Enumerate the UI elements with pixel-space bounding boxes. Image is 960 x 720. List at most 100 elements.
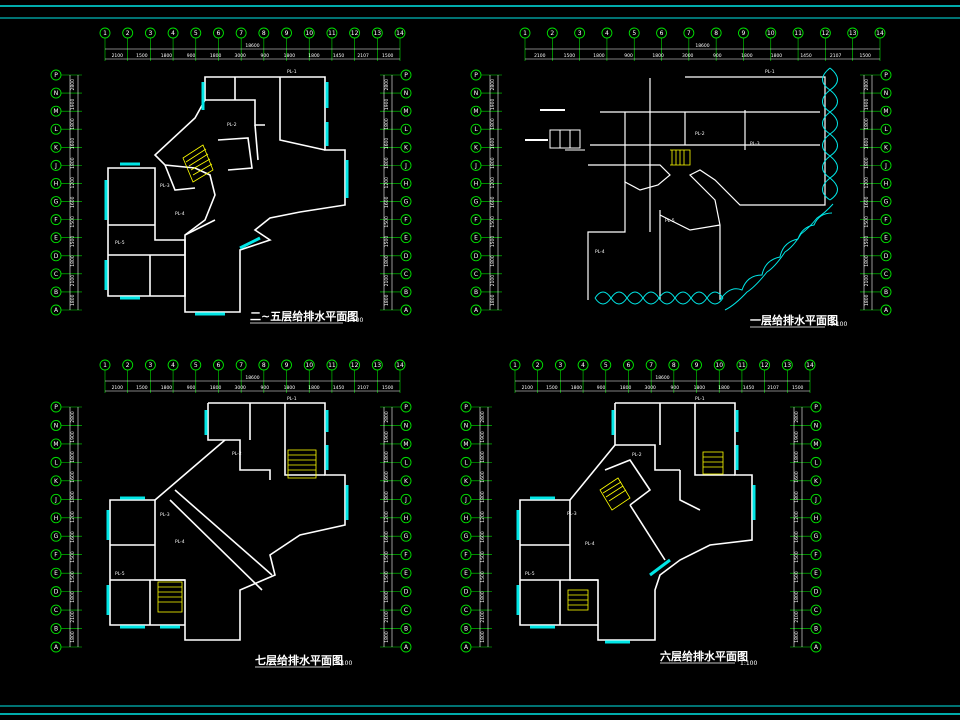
axis-label: J (814, 496, 817, 503)
pipe-tag: PL-2 (232, 451, 242, 457)
axis-label: P (464, 404, 468, 411)
axis-label: K (464, 478, 469, 485)
axis-label: E (54, 570, 58, 577)
window-markers (516, 410, 756, 644)
axis-label: N (474, 90, 479, 97)
dimension-value: 2100 (534, 53, 546, 59)
dimension-value: 1800 (70, 491, 76, 503)
axis-label: P (814, 404, 818, 411)
dimension-value: 900 (187, 385, 196, 391)
dimension-value: 1900 (794, 431, 800, 443)
dimension-value: 1800 (480, 591, 486, 603)
axis-label: H (474, 180, 479, 187)
dimension-value: 900 (187, 53, 196, 59)
floor-plan-walls (587, 76, 826, 300)
axis-label: F (884, 217, 888, 224)
dimension-value: 1600 (70, 138, 76, 150)
axis-label: H (814, 515, 819, 522)
axis-label: 4 (605, 30, 609, 37)
axis-label: H (404, 180, 409, 187)
dimension-value: 1800 (161, 53, 173, 59)
axis-label: E (814, 570, 818, 577)
dimension-value: 1800 (308, 53, 320, 59)
dimension-value: 1500 (546, 385, 558, 391)
axis-label: P (54, 404, 58, 411)
pipe-tag: PL-4 (175, 211, 185, 217)
axis-label: 13 (373, 362, 381, 369)
axis-label: E (54, 235, 58, 242)
axis-label: F (464, 552, 468, 559)
dimension-value: 2100 (522, 385, 534, 391)
dimension-value: 1800 (794, 451, 800, 463)
dimension-value: 2800 (70, 411, 76, 423)
dimension-value: 1600 (794, 471, 800, 483)
dimension-value: 1800 (771, 53, 783, 59)
axis-label: 6 (660, 30, 664, 37)
axis-label: 8 (714, 30, 718, 37)
axis-label: L (814, 459, 818, 466)
axis-label: F (404, 552, 408, 559)
axis-label: P (54, 72, 58, 79)
axis-label: M (813, 441, 818, 448)
dimension-total: 18600 (245, 43, 259, 49)
axis-label: E (464, 570, 468, 577)
dimension-value: 1200 (864, 177, 870, 189)
dimension-value: 1600 (480, 471, 486, 483)
pipe-tag: PL-5 (115, 571, 125, 577)
dimension-value: 2100 (70, 611, 76, 623)
plan-title: 一层给排水平面图 (750, 313, 838, 327)
axis-label: 2 (126, 30, 130, 37)
dimension-value: 1500 (794, 551, 800, 563)
axis-label: 1 (103, 30, 107, 37)
axis-label: K (884, 144, 889, 151)
dimension-value: 1200 (794, 511, 800, 523)
axis-label: N (404, 90, 409, 97)
pipe-tag: PL-2 (695, 131, 705, 137)
axis-label: 12 (761, 362, 769, 369)
dimension-total: 18600 (245, 375, 259, 381)
dimension-value: 2100 (112, 53, 124, 59)
axis-label: C (54, 271, 58, 278)
plan-scale: 1:100 (335, 660, 352, 667)
axis-label: 2 (126, 362, 130, 369)
dimension-value: 1800 (794, 591, 800, 603)
dimension-value: 1800 (480, 491, 486, 503)
dimension-value: 1600 (70, 471, 76, 483)
plan-scale: 1:100 (830, 321, 847, 328)
dimension-value: 1800 (161, 385, 173, 391)
axis-label: N (884, 90, 889, 97)
axis-label: B (464, 626, 468, 633)
axis-label: J (54, 496, 57, 503)
axis-label: 13 (849, 30, 857, 37)
axis-label: 9 (285, 362, 289, 369)
axis-label: M (403, 108, 408, 115)
dimension-value: 1800 (210, 385, 222, 391)
dimension-total: 18600 (655, 375, 669, 381)
axis-label: P (404, 72, 408, 79)
dimension-value: 1200 (384, 177, 390, 189)
axis-label: N (814, 422, 819, 429)
window-markers (106, 410, 349, 629)
dimension-value: 900 (597, 385, 606, 391)
axis-label: 9 (285, 30, 289, 37)
dimension-value: 2800 (794, 411, 800, 423)
axis-label: L (404, 126, 408, 133)
axis-label: 3 (558, 362, 562, 369)
pipe-tag: PL-1 (765, 69, 775, 75)
dimension-value: 1500 (136, 385, 148, 391)
axis-label: L (54, 126, 58, 133)
dimension-value: 1800 (620, 385, 632, 391)
axis-label: A (814, 644, 819, 651)
dimension-value: 1800 (308, 385, 320, 391)
stair (157, 449, 317, 613)
axis-label: E (404, 570, 408, 577)
axis-label: C (814, 607, 818, 614)
plan-title: 七层给排水平面图 (255, 653, 343, 667)
axis-label: 14 (876, 30, 884, 37)
dimension-value: 1800 (70, 255, 76, 267)
axis-label: A (404, 307, 409, 314)
dimension-value: 1800 (384, 157, 390, 169)
dimension-value: 1450 (333, 385, 345, 391)
axis-label: L (54, 459, 58, 466)
dimension-value: 1500 (490, 216, 496, 228)
